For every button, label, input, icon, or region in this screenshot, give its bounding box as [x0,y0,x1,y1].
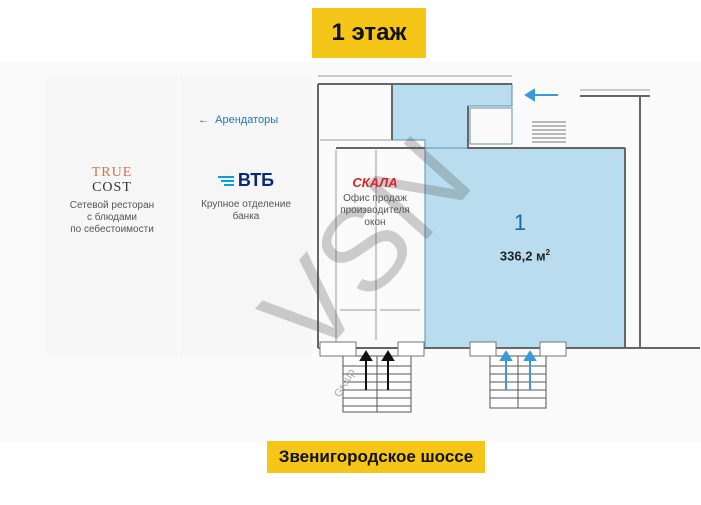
tenants-label-text: Арендаторы [215,114,279,126]
skala-description: Офис продаж производителя окон [330,193,420,229]
unit-area-value: 336,2 м [499,248,546,264]
street-badge: Звенигородское шоссе [267,441,485,473]
tenant-vtb: ВТБ Крупное отделение банка [180,170,312,223]
truecost-logo: TRUE COST [46,165,178,195]
skala-desc-line: Офис продаж [343,193,407,204]
vtb-desc-line: банка [232,211,260,222]
entrance-stairs-left [342,355,412,413]
truecost-logo-line2: COST [92,180,132,195]
truecost-desc-line: с блюдами [86,212,138,223]
vtb-logo: ВТБ [180,170,312,191]
vtb-desc-line: Крупное отделение [201,199,291,210]
skala-desc-line: окон [364,217,386,228]
unit-area-sup: 2 [545,248,551,257]
skala-logo: СКАЛА [352,175,398,190]
vtb-logo-text: ВТБ [237,170,275,190]
interior-stairs [532,121,566,143]
arrow-left-icon: ← [198,114,216,126]
entrance-arrows-black [359,350,395,390]
entrance-stairs-right [489,355,547,409]
building-walls [317,83,700,349]
unit-1-inner-room [469,107,513,145]
truecost-description: Сетевой ресторан с блюдами по себестоимо… [46,200,178,236]
tenant-skala: СКАЛА Офис продаж производителя окон [330,175,420,229]
entrance-arrows-blue [499,88,558,390]
door-swings [319,341,567,357]
tenant-panel-truecost [46,77,178,355]
vtb-stripes-icon [217,174,234,188]
skala-desc-line: производителя [340,205,410,216]
floor-badge: 1 этаж [312,8,426,58]
unit-number: 1 [513,210,527,235]
truecost-desc-line: Сетевой ресторан [69,200,155,211]
interior-lines [318,75,650,348]
vtb-description: Крупное отделение банка [180,199,312,223]
truecost-logo-line1: TRUE [91,165,133,180]
unit-area: 336,2 м2 [480,248,570,263]
truecost-desc-line: по себестоимости [70,224,154,235]
tenant-truecost: TRUE COST Сетевой ресторан с блюдами по … [46,165,178,236]
tenant-panel-vtb [180,77,312,355]
tenants-label: ← Арендаторы [198,114,278,126]
